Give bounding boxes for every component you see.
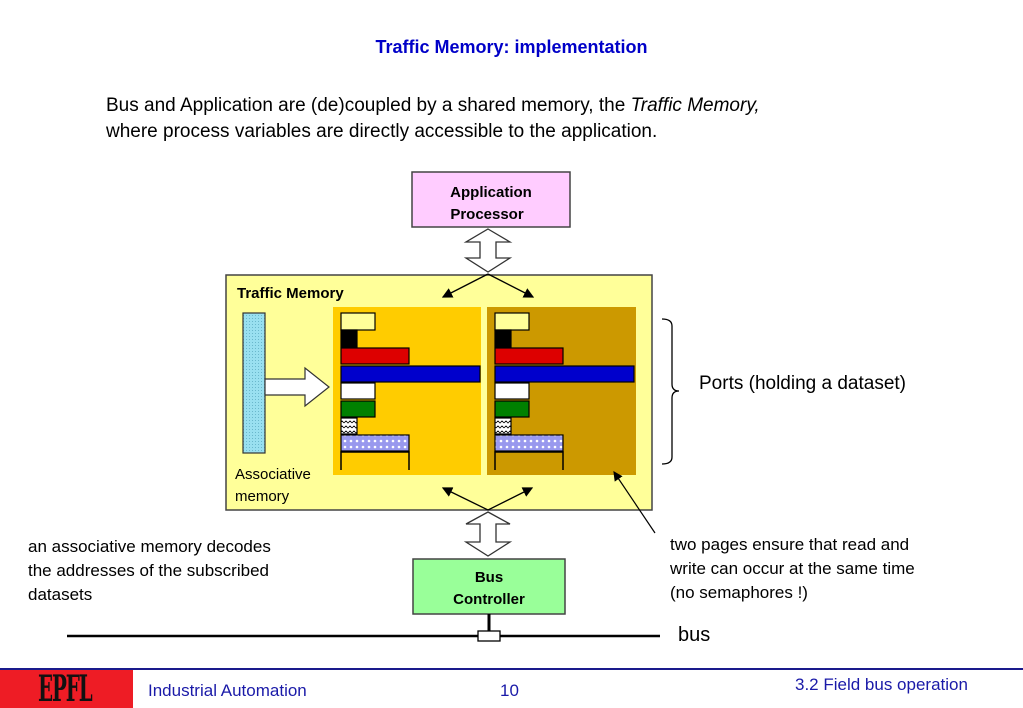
note-right-line-2: write can occur at the same time — [670, 559, 915, 578]
bus-controller-label-2: Controller — [453, 591, 525, 608]
associative-memory-bar — [242, 312, 266, 454]
port-3 — [340, 347, 410, 365]
associative-memory-label-2: memory — [235, 488, 290, 505]
bottom-double-arrow — [463, 511, 513, 557]
port-1 — [494, 312, 530, 331]
port-5 — [494, 382, 530, 400]
associative-to-page-arrow — [264, 366, 330, 408]
footer-section: 3.2 Field bus operation — [795, 675, 968, 694]
top-double-arrow — [463, 228, 513, 273]
note-right-line-3: (no semaphores !) — [670, 583, 808, 602]
ports-label: Ports (holding a dataset) — [699, 373, 907, 394]
bottom-arrow-left — [441, 487, 489, 511]
intro-text: Bus and Application are (de)coupled by a… — [106, 93, 986, 145]
intro-emphasis: Traffic Memory, — [630, 95, 760, 116]
associative-memory-label-1: Associative — [235, 466, 311, 483]
intro-line2: where process variables are directly acc… — [106, 121, 658, 142]
note-left-line-2: the addresses of the subscribed — [28, 561, 269, 580]
note-two-pages: two pages ensure that read and write can… — [670, 533, 1000, 605]
port-3 — [494, 347, 564, 365]
traffic-memory-diagram: Application Processor Traffic Memory Ass… — [67, 171, 680, 642]
application-processor-label-1: Application — [450, 184, 532, 201]
page-1-ports — [340, 312, 481, 470]
port-8 — [494, 434, 564, 452]
port-4 — [494, 365, 635, 383]
page-2-pointer — [613, 471, 656, 534]
port-bracket — [340, 451, 410, 470]
epfl-logo-text: EPFL — [38, 670, 93, 708]
bus-controller-label-1: Bus — [475, 569, 503, 586]
application-processor-label-2: Processor — [450, 206, 524, 223]
port-8 — [340, 434, 410, 452]
top-arrow-left — [441, 273, 489, 298]
bottom-arrow-right — [487, 487, 534, 511]
port-1 — [340, 312, 376, 331]
page-2-ports — [494, 312, 635, 470]
bus-connector — [477, 630, 501, 642]
footer-divider — [0, 668, 1023, 670]
port-4 — [340, 365, 481, 383]
port-2 — [340, 329, 358, 348]
port-6 — [494, 400, 530, 418]
note-left-line-3: datasets — [28, 585, 93, 604]
application-processor-box — [411, 171, 571, 228]
bus-controller-box — [412, 558, 566, 615]
top-arrow-right — [487, 273, 535, 298]
port-bracket — [494, 451, 564, 470]
footer-course: Industrial Automation — [148, 681, 307, 700]
note-associative-memory: an associative memory decodes the addres… — [28, 535, 348, 607]
ports-brace — [661, 318, 680, 465]
note-left-line-1: an associative memory decodes — [28, 537, 271, 556]
traffic-memory-label: Traffic Memory — [237, 285, 344, 302]
intro-part1: Bus and Application are (de)coupled by a… — [106, 95, 631, 116]
port-7 — [340, 417, 358, 435]
footer-page-number: 10 — [500, 681, 519, 700]
port-7 — [494, 417, 512, 435]
epfl-logo: EPFL — [0, 670, 133, 708]
port-6 — [340, 400, 376, 418]
port-5 — [340, 382, 376, 400]
note-right-line-1: two pages ensure that read and — [670, 535, 910, 554]
port-2 — [494, 329, 512, 348]
slide-title: Traffic Memory: implementation — [375, 37, 648, 57]
bus-label: bus — [678, 624, 711, 646]
